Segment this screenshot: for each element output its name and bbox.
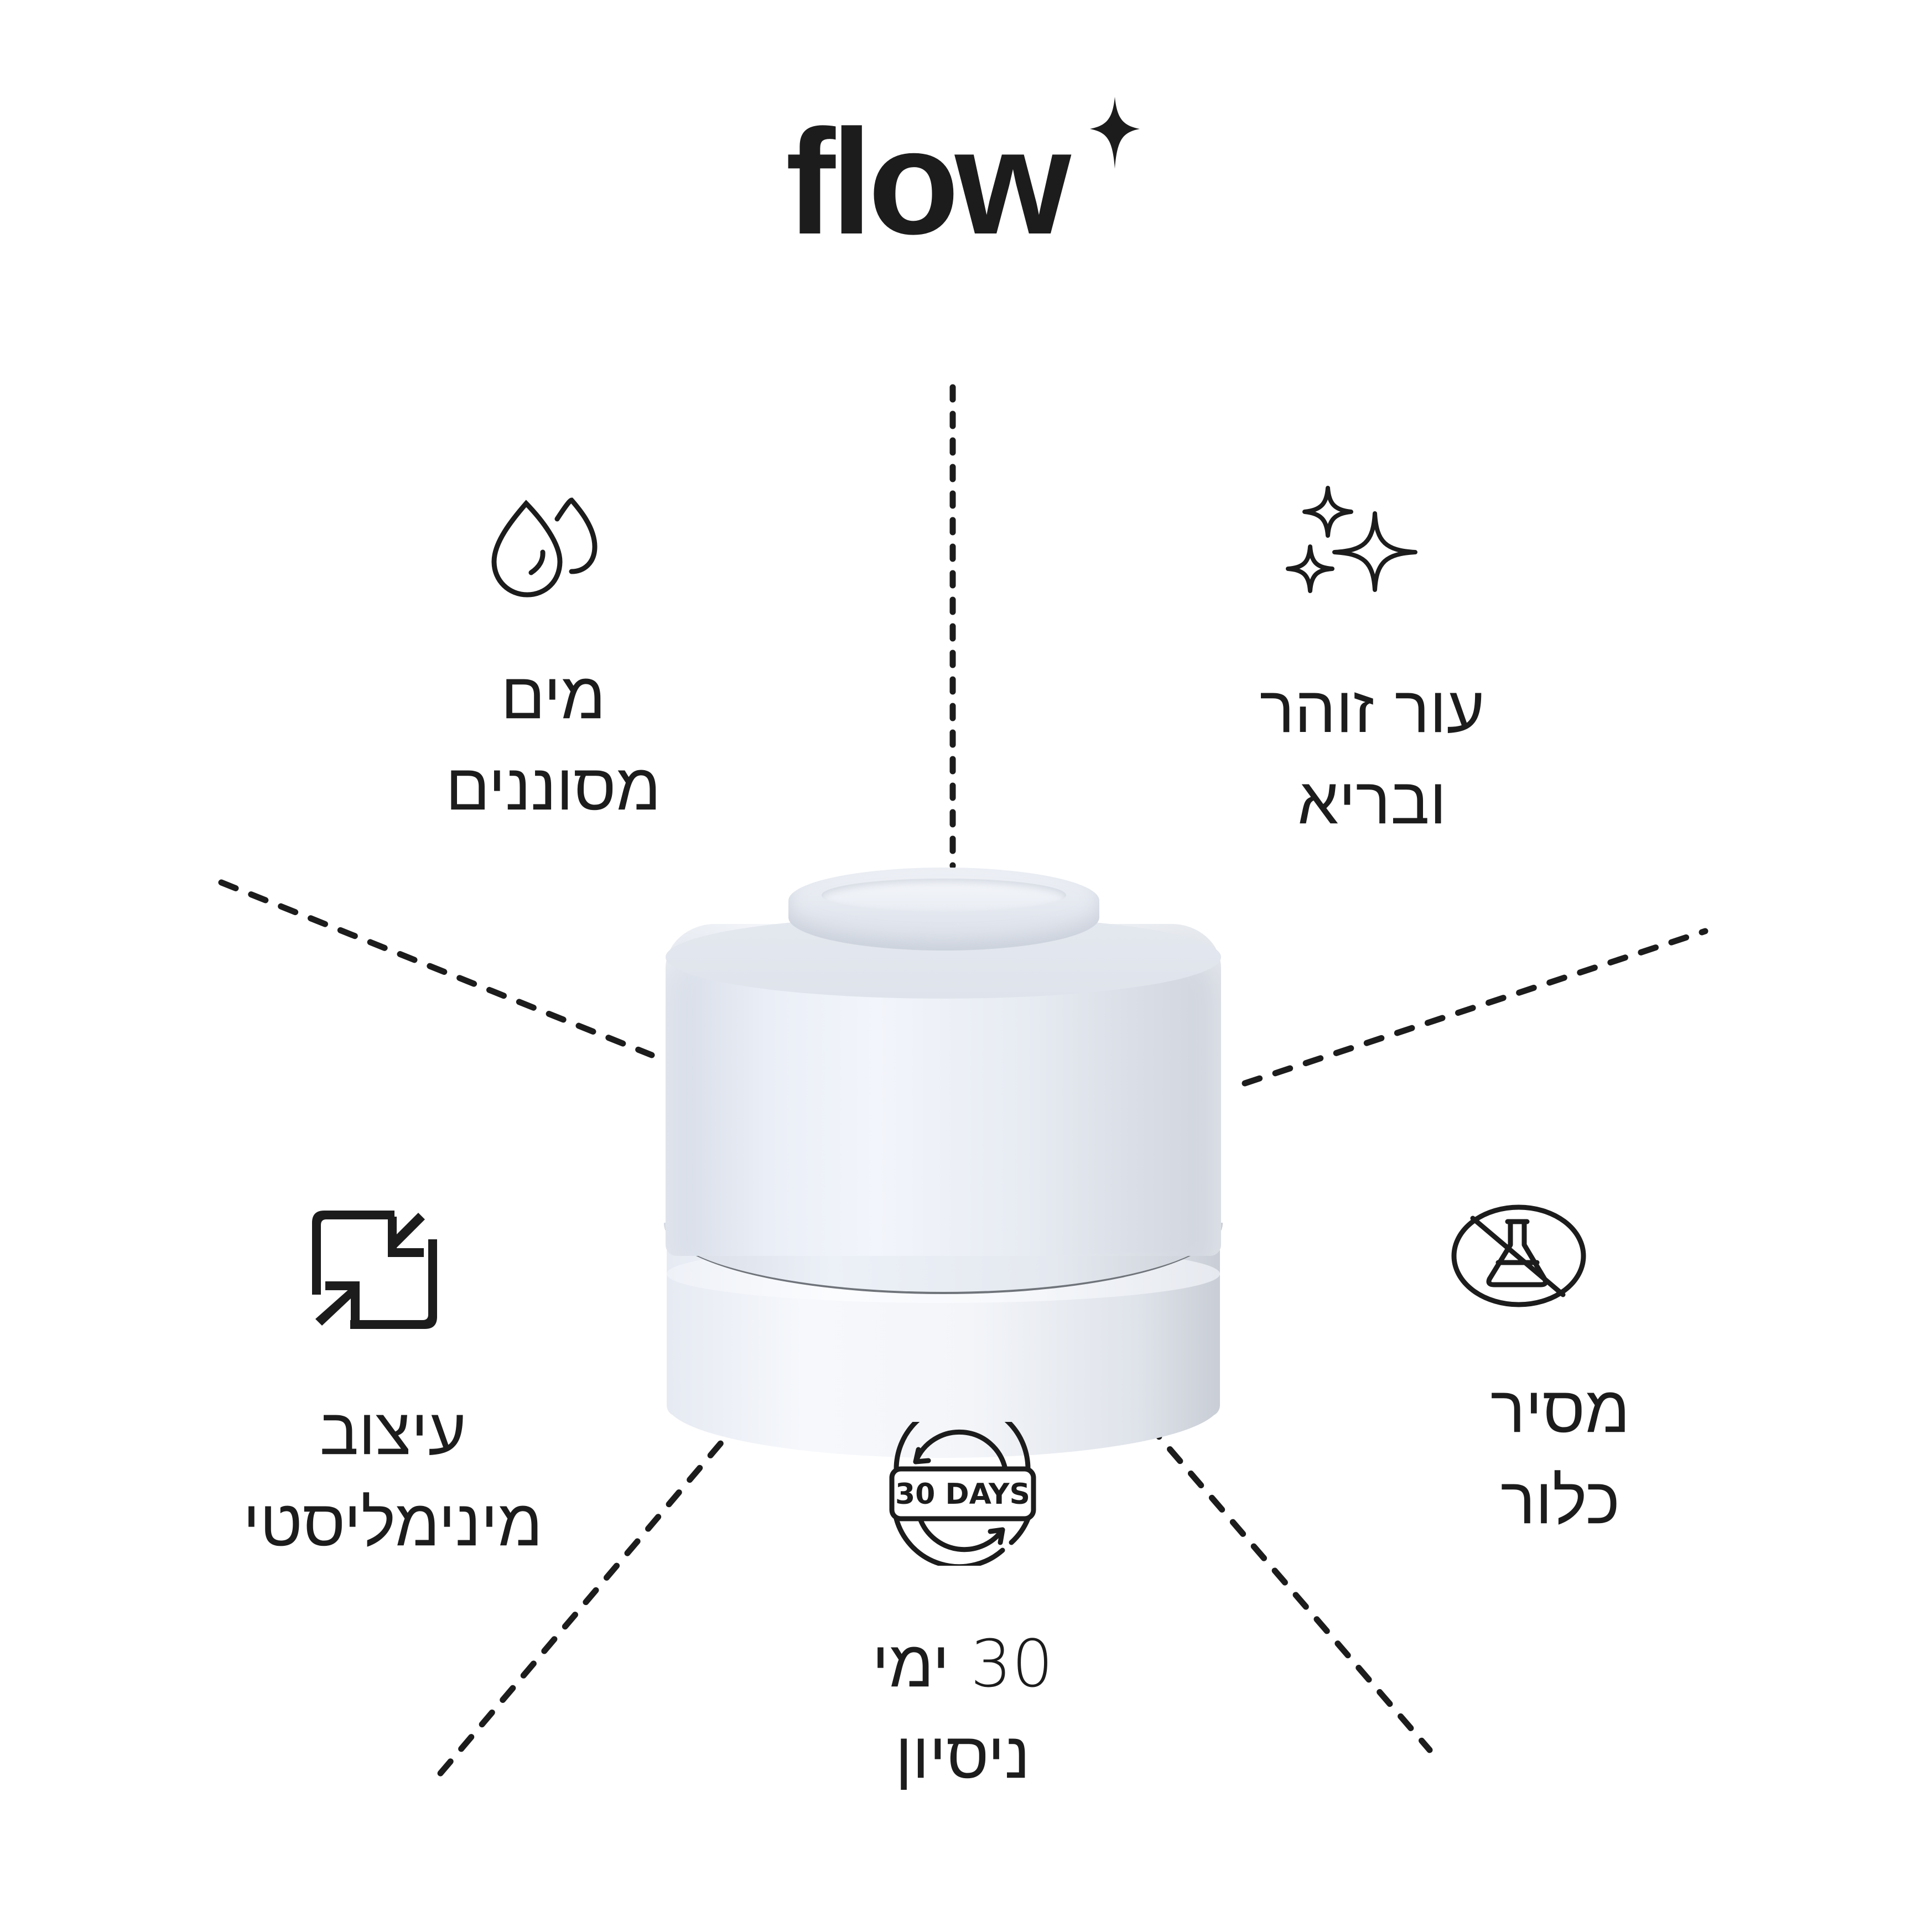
feature-trial: 30 DAYS 30 ימי ניסיון [830,1422,1095,1801]
feature-filtered-water: מים מסוננים [420,492,686,833]
filter-opening [822,879,1066,912]
feature-label: עור זוהר ובריא [1259,671,1485,839]
no-chemicals-flask-icon [1451,1204,1586,1307]
feature-label: מסיר כלור [1490,1371,1630,1539]
feature-chlorine-removal: מסיר כלור [1450,1201,1671,1546]
water-drops-icon [491,497,598,598]
logo-wordmark: flow [786,99,1071,266]
brand-logo: flow [786,97,1162,268]
compress-arrows-icon [312,1211,437,1329]
connector-top-left [218,879,655,1058]
sparkles-icon [1286,486,1417,593]
badge-text: 30 DAYS [895,1478,1030,1511]
product-filter-image [664,863,1223,1458]
feature-label: 30 ימי ניסיון [872,1625,1053,1793]
connector-right [1242,928,1708,1087]
feature-label: עיצוב מינימליסטי [243,1393,543,1561]
filter-neck [788,868,1099,951]
four-point-star-icon [1090,97,1140,169]
feature-label: מים מסוננים [445,657,661,825]
30-days-badge-icon: 30 DAYS [889,1422,1036,1566]
feature-glowing-skin: עור זוהר ובריא [1217,481,1527,846]
feature-minimal-design: עיצוב מינימליסטי [216,1206,570,1569]
